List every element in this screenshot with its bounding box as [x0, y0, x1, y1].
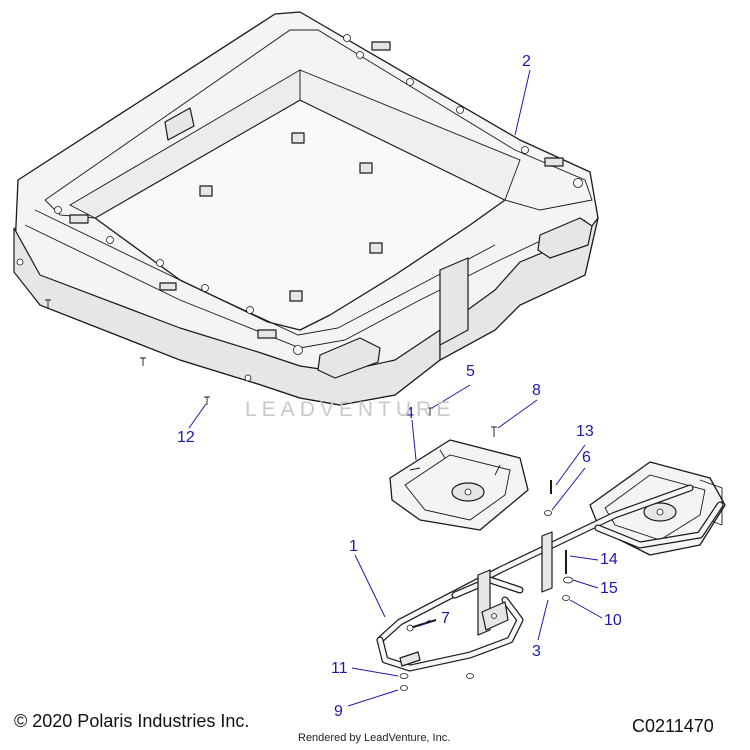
callout-11: 11	[331, 660, 348, 677]
diagram-code: C0211470	[632, 716, 714, 736]
callout-2: 2	[522, 53, 531, 70]
callout-5: 5	[466, 363, 475, 380]
rendered-by-text: Rendered by LeadVenture, Inc.	[298, 732, 451, 744]
rack-frame	[376, 484, 724, 672]
screws-box	[45, 299, 497, 437]
callout-12: 12	[177, 429, 195, 446]
copyright-text: © 2020 Polaris Industries Inc.	[14, 711, 250, 731]
callout-14: 14	[600, 551, 618, 568]
callout-3: 3	[532, 643, 541, 660]
leader-lines	[188, 69, 603, 707]
callout-9: 9	[334, 703, 343, 720]
watermark-text: LEADVENTURE	[245, 398, 456, 421]
callout-15: 15	[600, 580, 618, 597]
callout-1: 1	[349, 538, 358, 555]
callout-7: 7	[441, 610, 450, 627]
callout-10: 10	[604, 612, 622, 629]
left-mount-pad	[389, 439, 529, 531]
callout-8: 8	[532, 382, 541, 399]
callout-13: 13	[576, 423, 594, 440]
callout-4: 4	[405, 405, 414, 422]
callout-6: 6	[582, 449, 591, 466]
hardware	[399, 480, 573, 691]
cargo-box	[13, 11, 599, 406]
